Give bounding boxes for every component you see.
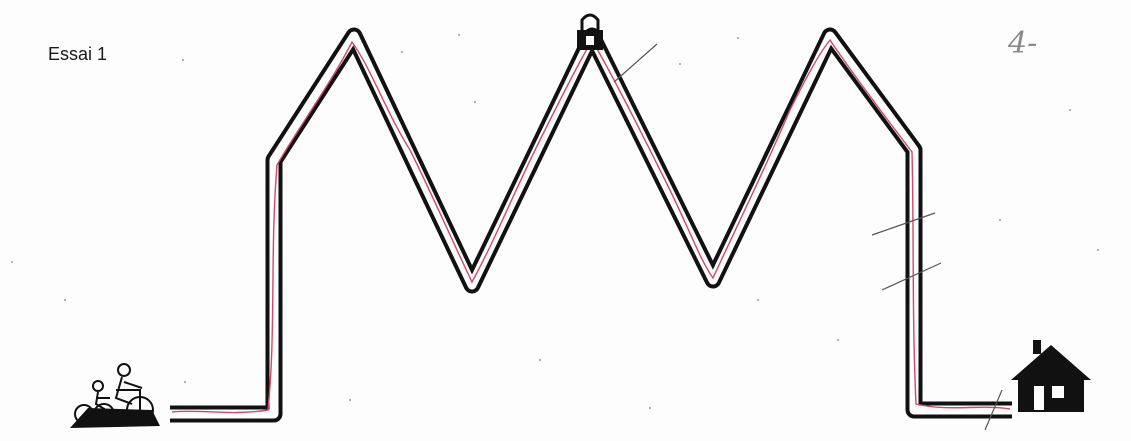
- maze-outline: [170, 36, 1012, 414]
- house-icon: [1011, 340, 1091, 412]
- maze-path: [170, 36, 1012, 414]
- trial-label: Essai 1: [48, 44, 107, 65]
- score-mark: 4-: [1008, 26, 1037, 61]
- cyclists-icon: [70, 364, 160, 428]
- maze-corridor: [170, 36, 1012, 414]
- pencil-marks: [614, 44, 1002, 430]
- pencil-mark-1: [614, 44, 657, 82]
- padlock-icon: [577, 15, 603, 50]
- pencil-mark-2: [872, 213, 935, 235]
- paper-speckles: [11, 34, 1099, 409]
